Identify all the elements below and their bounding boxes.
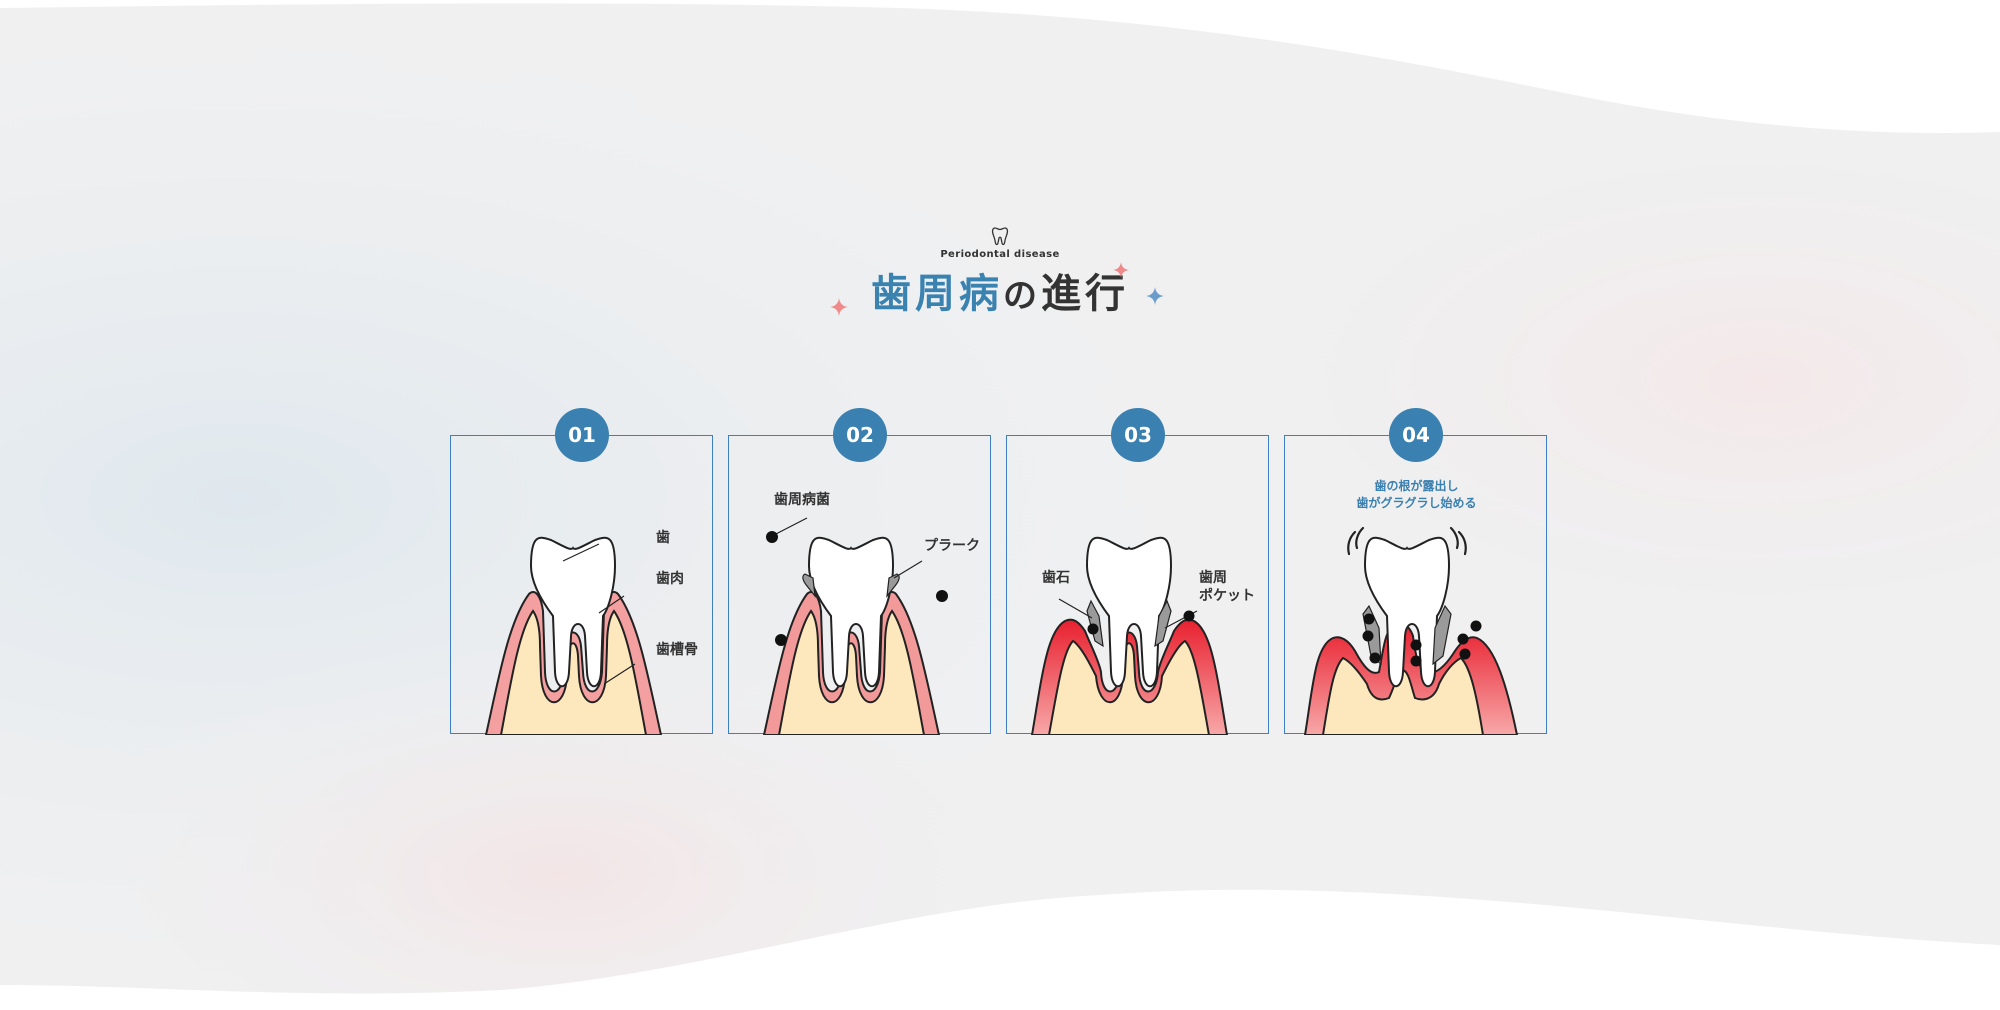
label-pocket-line1: 歯周 — [1199, 570, 1227, 586]
stage-4-caption: 歯の根が露出し 歯がグラグラし始める — [1285, 478, 1548, 513]
page-title: 歯周病の進行 — [0, 274, 2000, 314]
title-particle: の — [1003, 276, 1041, 316]
label-periodontal-pocket: 歯周 ポケット — [1199, 570, 1255, 605]
stage-badge-3: 03 — [1111, 408, 1165, 462]
sparkle-icon — [1146, 287, 1164, 305]
label-tartar: 歯石 — [1042, 570, 1070, 586]
stage-badge-2: 02 — [833, 408, 887, 462]
tooth-illustration-advanced — [1303, 526, 1519, 735]
label-pocket-line2: ポケット — [1199, 587, 1255, 604]
label-plaque: プラーク — [924, 538, 980, 554]
caption-line1: 歯の根が露出し — [1374, 479, 1459, 493]
title-highlight: 歯周病 — [871, 271, 1003, 317]
tooth-icon — [991, 227, 1009, 246]
label-tooth: 歯 — [656, 530, 670, 546]
stage-card-2: 歯周病菌 プラーク — [728, 435, 991, 735]
section-header: Periodontal disease 歯周病の進行 — [0, 226, 2000, 314]
tooth-illustration-tartar — [1030, 536, 1229, 735]
tooth-illustration-healthy — [484, 536, 663, 735]
label-alveolar-bone: 歯槽骨 — [656, 642, 698, 658]
title-rest: 進行 — [1041, 271, 1129, 317]
sparkle-icon — [830, 298, 848, 316]
stage-card-4: 歯の根が露出し 歯がグラグラし始める — [1284, 435, 1548, 735]
label-gum: 歯肉 — [656, 571, 684, 587]
stage-card-3: 歯石 歯周 ポケット — [1006, 435, 1269, 735]
label-periodontal-bacteria: 歯周病菌 — [774, 492, 830, 508]
stage-card-1: 歯 歯肉 歯槽骨 — [450, 435, 713, 735]
stage-badge-4: 04 — [1389, 408, 1443, 462]
sparkle-icon — [1113, 262, 1129, 278]
stage-badge-1: 01 — [555, 408, 609, 462]
caption-line2: 歯がグラグラし始める — [1356, 496, 1477, 511]
tooth-illustration-plaque — [762, 517, 948, 735]
section-subtitle: Periodontal disease — [940, 249, 1060, 260]
